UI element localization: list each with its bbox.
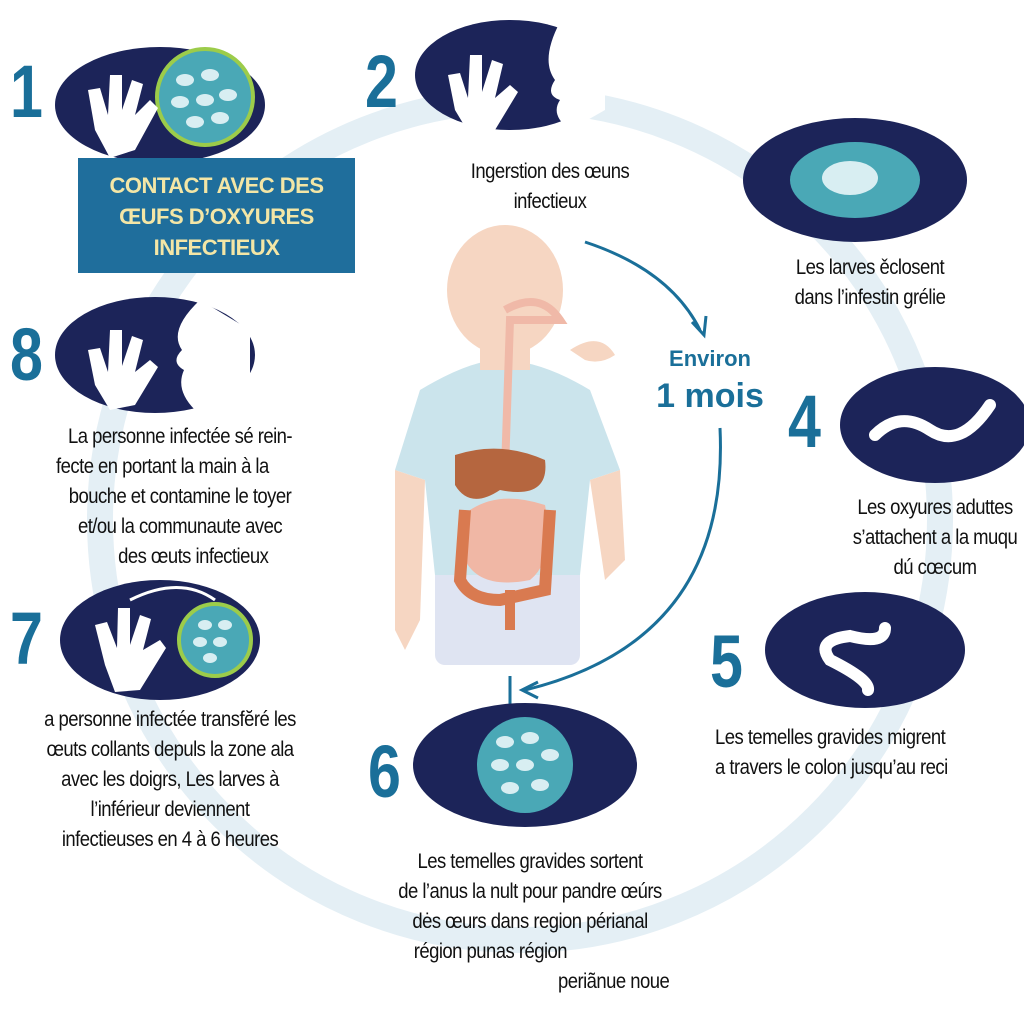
caption-line: Les larves ěclosent xyxy=(795,256,945,279)
caption-line: La personne infectée sé rein- xyxy=(67,425,293,448)
step-number-1: 1 xyxy=(10,50,43,133)
caption-line: dú cœcum xyxy=(893,556,977,579)
step7-caption: a personne infectée transfĕré les œuts c… xyxy=(20,705,319,855)
step-number-8: 8 xyxy=(10,313,43,396)
step3-caption: Les larves ěclosent dans l’infestin grél… xyxy=(738,253,1002,313)
caption-line: INFECTIEUX xyxy=(153,235,280,260)
caption-line: et/ou la communaute avec xyxy=(77,515,283,538)
step8-icon xyxy=(55,297,255,413)
step1-icon xyxy=(55,47,265,163)
caption-line: CONTACT AVEC DES xyxy=(109,173,324,198)
cycle-arrows xyxy=(508,240,722,716)
step5-icon xyxy=(765,592,965,708)
step1-caption-box: CONTACT AVEC DES ŒUFS D’OXYURES INFECTIE… xyxy=(78,158,355,273)
caption-line: Ingerstion des œuns xyxy=(470,160,630,183)
caption-line: œuts collants depuls la zone ala xyxy=(46,738,294,761)
caption-line: s’attachent a la muqu xyxy=(852,526,1018,549)
caption-line: Les temelles gravides sortent xyxy=(417,850,643,873)
step4-icon xyxy=(840,367,1024,483)
duration-line2: 1 mois xyxy=(656,377,764,415)
caption-line: fecte en portant la main à la xyxy=(56,455,269,478)
caption-line: Les oxyures aduttes xyxy=(857,496,1013,519)
step6-icon xyxy=(413,703,637,827)
caption-line: a travers le colon jusqu’au reci xyxy=(715,756,948,779)
caption-line: infectieuses en 4 à 6 heures xyxy=(61,828,279,851)
caption-line: periãnue noue xyxy=(557,970,670,993)
caption-line: région punas région xyxy=(413,940,568,963)
duration-label: Environ 1 mois xyxy=(640,342,780,416)
step2-caption: Ingerstion des œuns infectieux xyxy=(418,157,682,217)
step-number-7: 7 xyxy=(10,597,43,680)
step4-caption: Les oxyures aduttes s’attachent a la muq… xyxy=(807,493,1024,583)
duration-line1: Environ xyxy=(669,346,751,371)
step-number-5: 5 xyxy=(710,620,743,703)
step-number-4: 4 xyxy=(788,380,821,463)
caption-line: de l’anus la nult pour pandre œúrs xyxy=(398,880,662,903)
caption-line: infectieux xyxy=(513,190,587,213)
step-number-2: 2 xyxy=(365,40,398,123)
caption-line: dans l’infestin grélie xyxy=(794,286,946,309)
caption-line: ŒUFS D’OXYURES xyxy=(119,204,314,229)
step6-caption: Les temelles gravides sortent de l’anus … xyxy=(363,847,697,997)
caption-line: dės œurs dans region périanal xyxy=(412,910,648,933)
caption-line: bouche et contamine le toyer xyxy=(68,485,292,508)
child-body-figure xyxy=(395,225,625,665)
caption-line: a personne infectée transfĕré les xyxy=(44,708,296,731)
step2-icon xyxy=(415,20,605,135)
caption-line: avec les doigrs, Les larves à xyxy=(61,768,279,791)
step8-caption: La personne infectée sé rein- fecte en p… xyxy=(30,422,329,572)
step3-icon xyxy=(743,118,967,242)
step5-caption: Les temelles gravides migrent a travers … xyxy=(715,723,1014,783)
caption-line: Les temelles gravides migrent xyxy=(715,726,946,749)
caption-line: l’inférieur deviennent xyxy=(90,798,250,821)
step-number-6: 6 xyxy=(368,730,401,813)
caption-line: des œuts infectieux xyxy=(118,545,269,568)
step7-icon xyxy=(60,580,260,700)
